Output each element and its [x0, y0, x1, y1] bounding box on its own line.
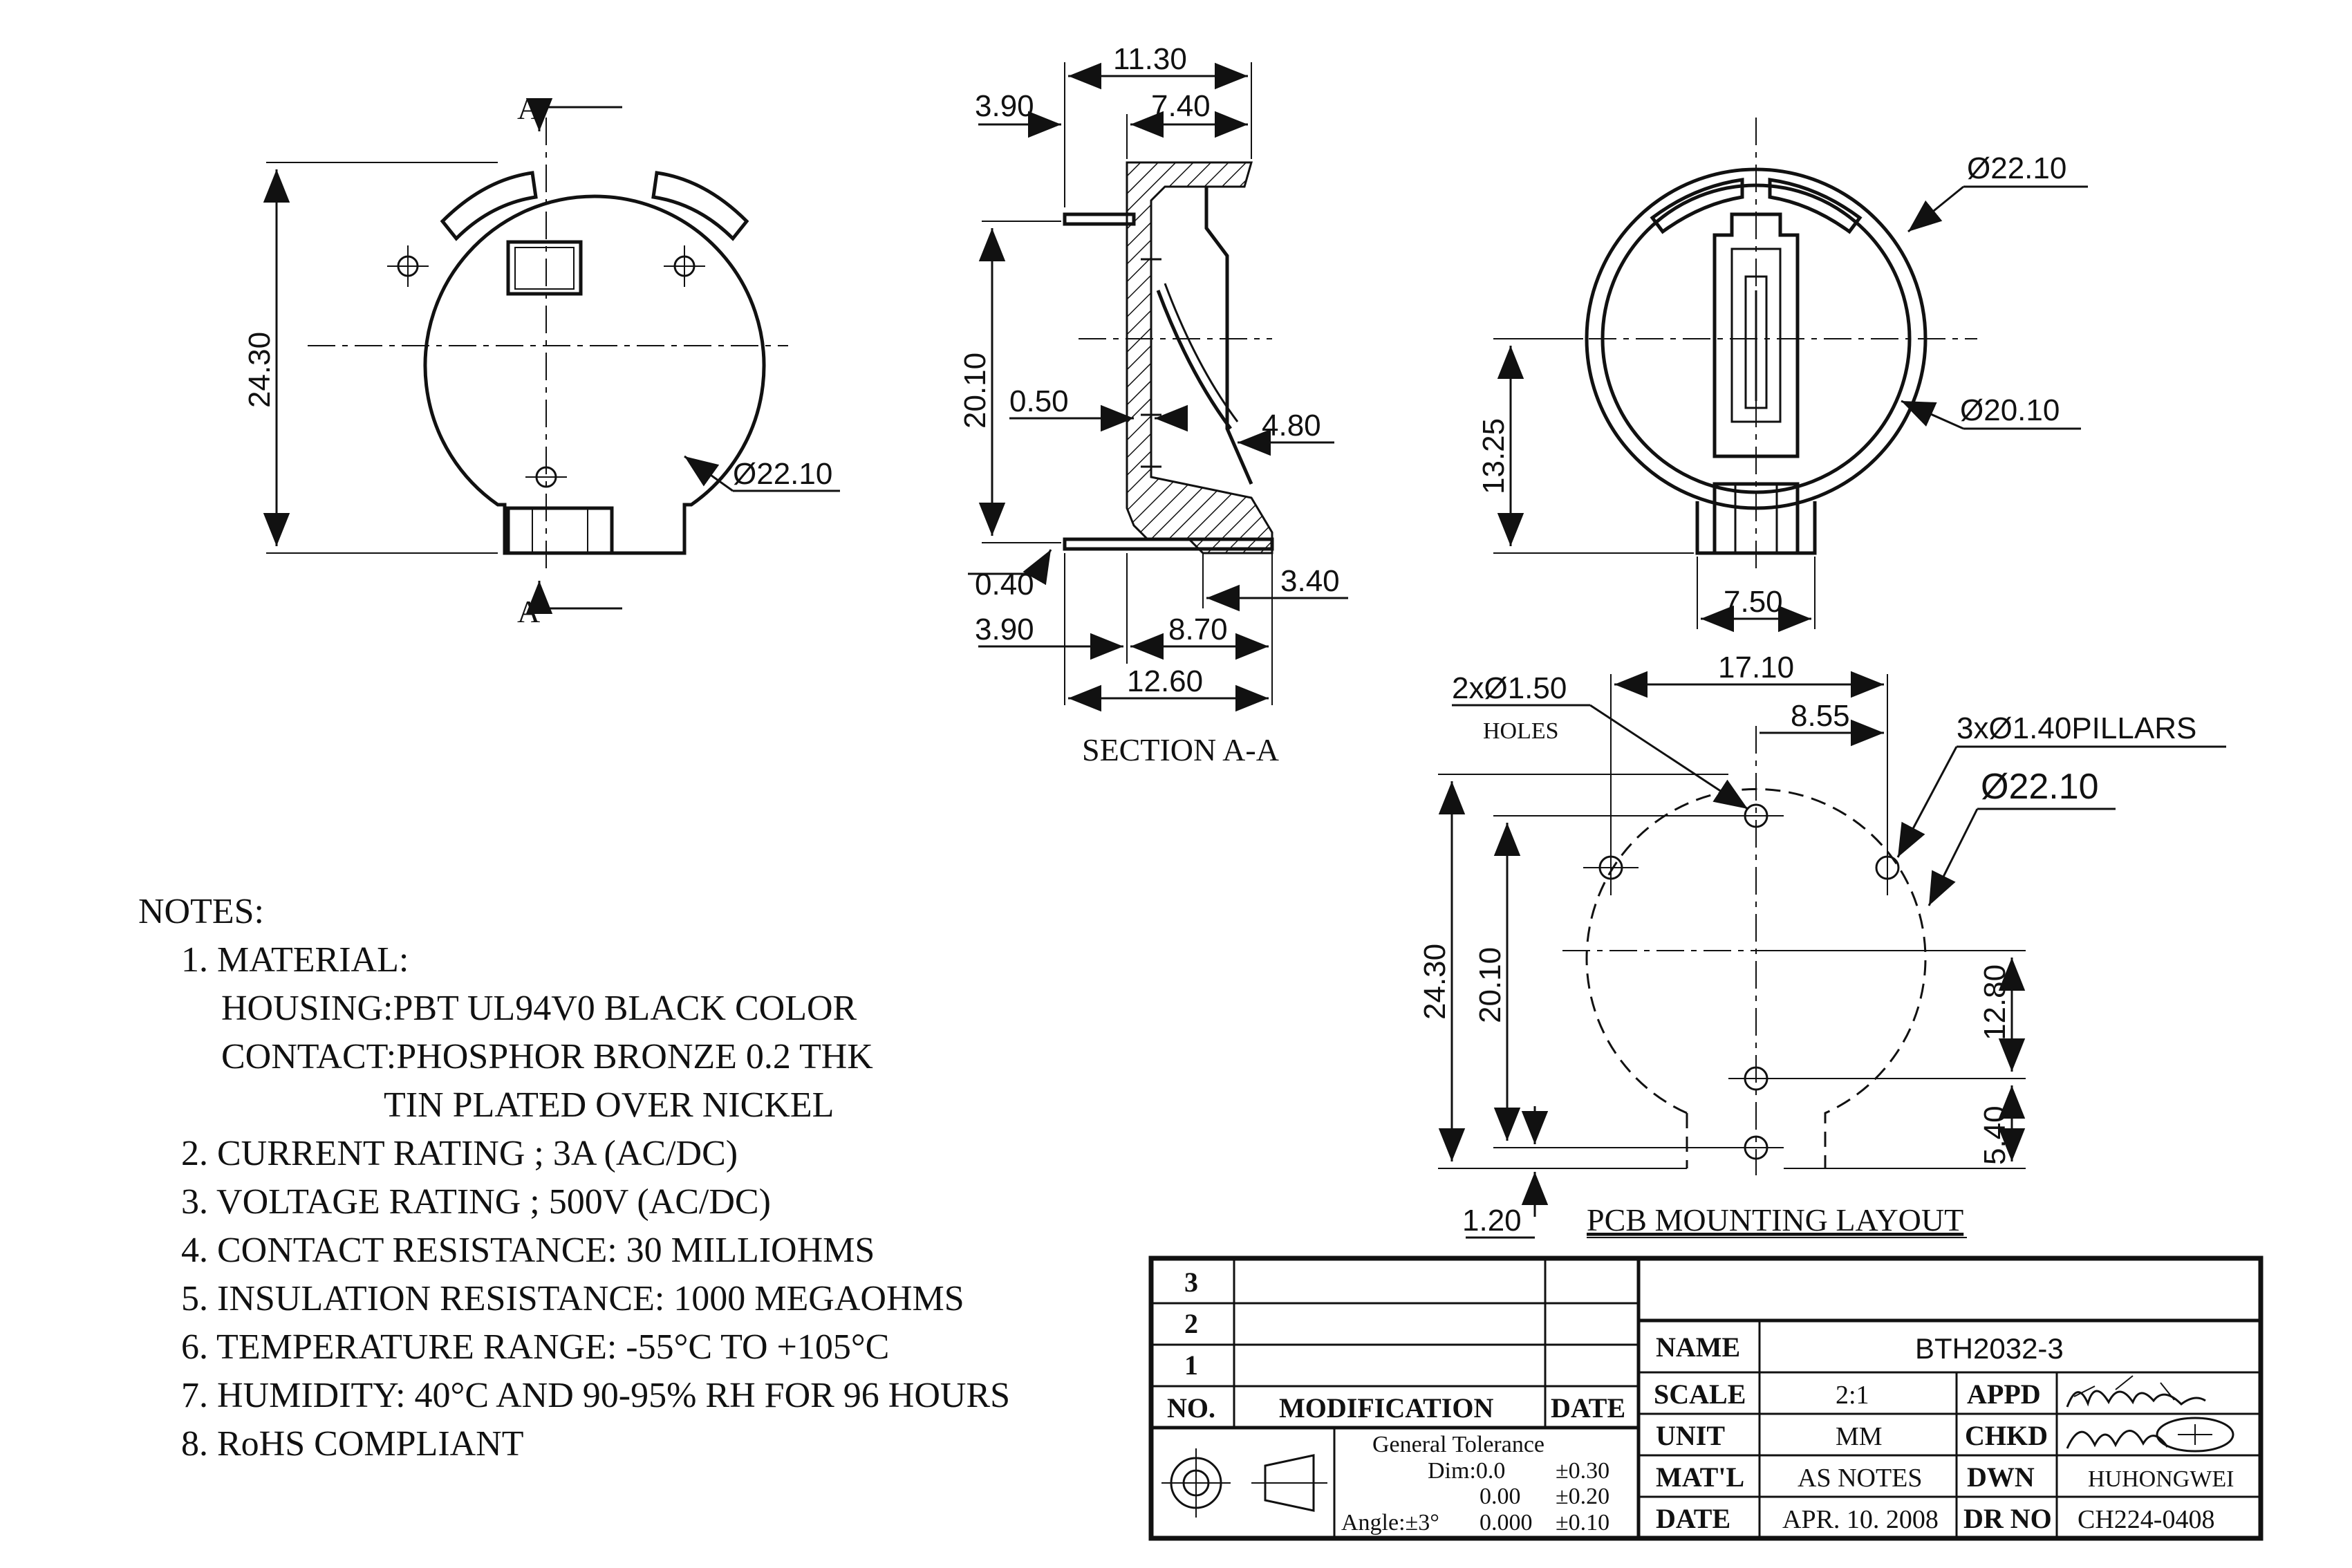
note-line: 2. CURRENT RATING ; 3A (AC/DC)	[181, 1134, 738, 1173]
bottom-diameter-dim: Ø22.10	[733, 457, 832, 491]
col-no: NO.	[1167, 1392, 1215, 1424]
section-foot: 3.40	[1280, 564, 1340, 598]
date-label: DATE	[1656, 1503, 1730, 1534]
scale-value: 2:1	[1836, 1381, 1869, 1410]
top-tab-width: 7.50	[1724, 585, 1783, 619]
pcb-width-half: 8.55	[1791, 699, 1850, 733]
tolerance-r3: 0.000	[1480, 1510, 1533, 1536]
dwn-value: HUHONGWEI	[2088, 1466, 2234, 1492]
section-wall: 0.50	[1009, 384, 1069, 418]
pcb-holes-count: 2xØ1.50	[1452, 671, 1567, 705]
tolerance-r3-tol: ±0.10	[1556, 1510, 1609, 1536]
section-right-width: 7.40	[1151, 89, 1211, 123]
date-value: APR. 10. 2008	[1782, 1505, 1939, 1534]
section-mark-bottom: A	[517, 594, 540, 629]
rev-row: 1	[1184, 1350, 1198, 1381]
section-contact: 4.80	[1262, 409, 1321, 442]
bottom-height-dim: 24.30	[243, 332, 277, 408]
note-line: 5. INSULATION RESISTANCE: 1000 MEGAOHMS	[181, 1279, 964, 1318]
tolerance-dim: Dim:0.0	[1428, 1458, 1505, 1484]
pcb-layout: 17.10 8.55 2xØ1.50 HOLES 3xØ1.40PILLARS …	[1418, 651, 2226, 1239]
note-line: 1. MATERIAL:	[181, 940, 409, 980]
scale-label: SCALE	[1654, 1379, 1746, 1410]
note-line: 8. RoHS COMPLIANT	[181, 1424, 524, 1464]
top-height-dim: 13.25	[1477, 418, 1511, 494]
appd-signature	[2066, 1375, 2206, 1408]
tolerance-r2-tol: ±0.20	[1556, 1484, 1609, 1509]
note-line: HOUSING:PBT UL94V0 BLACK COLOR	[221, 989, 857, 1028]
drno-value: CH224-0408	[2078, 1505, 2214, 1534]
tolerance-title: General Tolerance	[1372, 1432, 1544, 1457]
section-label: SECTION A-A	[1082, 732, 1279, 767]
note-line: 4. CONTACT RESISTANCE: 30 MILLIOHMS	[181, 1231, 875, 1270]
note-line: TIN PLATED OVER NICKEL	[384, 1085, 834, 1125]
pcb-label: PCB MOUNTING LAYOUT	[1587, 1202, 1963, 1238]
col-date: DATE	[1551, 1392, 1625, 1424]
part-number: BTH2032-3	[1915, 1332, 2064, 1365]
rev-row: 3	[1184, 1267, 1198, 1298]
col-modification: MODIFICATION	[1279, 1392, 1493, 1424]
notes-title: NOTES:	[138, 892, 264, 931]
dwn-label: DWN	[1967, 1462, 2035, 1493]
notes: NOTES: 1. MATERIAL: HOUSING:PBT UL94V0 B…	[138, 892, 1010, 1464]
note-line: 3. VOLTAGE RATING ; 500V (AC/DC)	[181, 1182, 771, 1222]
note-line: 7. HUMIDITY: 40°C AND 90-95% RH FOR 96 H…	[181, 1376, 1010, 1415]
note-line: 6. TEMPERATURE RANGE: -55°C TO +105°C	[181, 1327, 889, 1367]
top-view: Ø22.10 Ø20.10 13.25 7.50	[1477, 118, 2088, 633]
material-value: AS NOTES	[1798, 1464, 1923, 1493]
pcb-pillars: 3xØ1.40PILLARS	[1957, 711, 2196, 745]
section-total-width: 11.30	[1113, 42, 1187, 76]
tolerance-dim-tol: ±0.30	[1556, 1458, 1609, 1484]
pcb-holes-label: HOLES	[1483, 718, 1559, 744]
section-mark-top: A	[517, 91, 540, 126]
unit-label: UNIT	[1656, 1420, 1725, 1451]
section-bottom-mid: 8.70	[1168, 613, 1228, 646]
pcb-height-total: 24.30	[1418, 944, 1452, 1020]
title-block: 3 2 1 NO. MODIFICATION DATE General Tole…	[1148, 1256, 2264, 1541]
pcb-right-upper: 12.80	[1978, 964, 2012, 1040]
chkd-signature	[2066, 1417, 2234, 1453]
top-inner-dia: Ø20.10	[1960, 393, 2060, 427]
rev-row: 2	[1184, 1308, 1198, 1339]
section-bottom-left: 3.90	[975, 613, 1034, 646]
name-label: NAME	[1656, 1332, 1740, 1363]
tolerance-r2: 0.00	[1480, 1484, 1521, 1509]
drno-label: DR NO	[1963, 1503, 2052, 1534]
pcb-bottom-offset: 1.20	[1462, 1204, 1522, 1238]
pcb-right-lower: 5.40	[1978, 1105, 2012, 1165]
section-pin-thk: 0.40	[975, 568, 1034, 601]
chkd-label: CHKD	[1965, 1420, 2048, 1451]
section-height: 20.10	[958, 353, 992, 429]
section-bottom-total: 12.60	[1127, 664, 1203, 698]
top-outer-dia: Ø22.10	[1967, 151, 2066, 185]
pcb-width-total: 17.10	[1718, 651, 1794, 684]
appd-label: APPD	[1967, 1379, 2041, 1410]
unit-value: MM	[1836, 1422, 1883, 1451]
tolerance-angle: Angle:±3°	[1341, 1510, 1439, 1536]
material-label: MAT'L	[1656, 1462, 1744, 1493]
pcb-outline-dia: Ø22.10	[1981, 767, 2099, 807]
section-left-offset: 3.90	[975, 89, 1034, 123]
pcb-height-inner: 20.10	[1473, 947, 1507, 1023]
bottom-view: A A 24.30 Ø22.10	[243, 91, 840, 629]
section-view: 11.30 3.90 7.40 20.10 0.50 4.80 0.40 3.4…	[958, 42, 1348, 767]
note-line: CONTACT:PHOSPHOR BRONZE 0.2 THK	[221, 1037, 873, 1076]
